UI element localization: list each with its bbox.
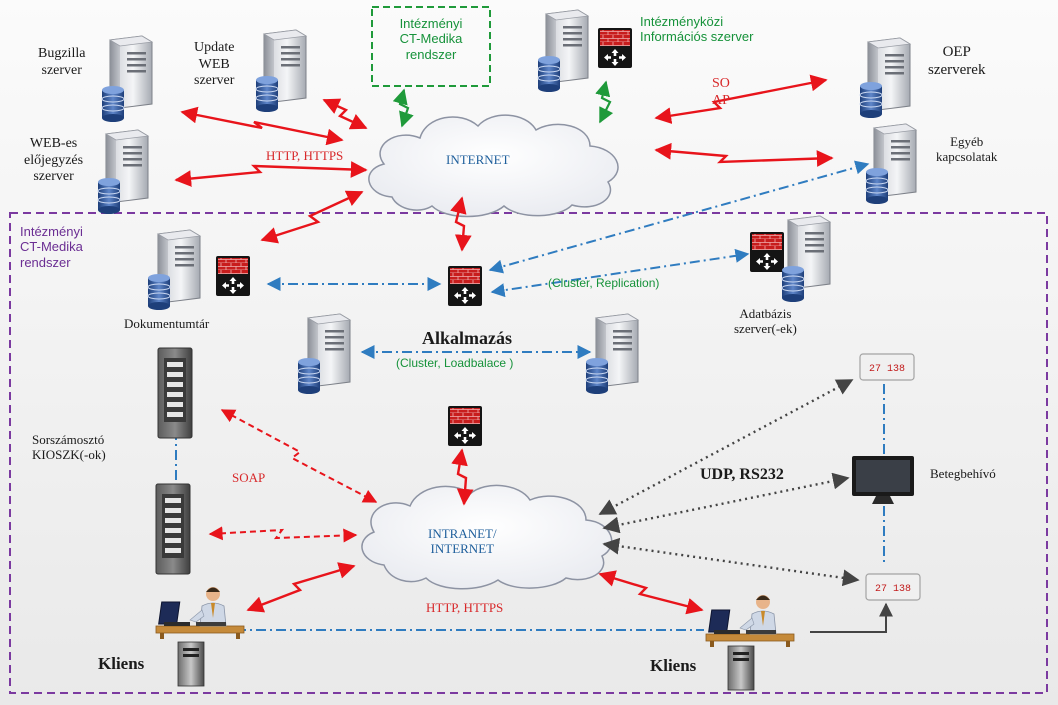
app-server-left-icon bbox=[297, 313, 351, 395]
ct-medika-top-box bbox=[371, 6, 491, 87]
oep-server-icon bbox=[859, 37, 911, 119]
display-bottom-value: 27 138 bbox=[875, 584, 911, 595]
intezmenykozi-firewall-icon bbox=[598, 28, 632, 68]
red-dashed-links bbox=[208, 409, 378, 543]
web-elojegyzes-server-icon bbox=[97, 129, 149, 215]
kliens-left-label: Kliens bbox=[98, 654, 145, 673]
soap-label: SOAP bbox=[232, 470, 266, 485]
cluster-loadbalace-label: (Cluster, Loadbalace ) bbox=[396, 356, 514, 370]
intranet-label: INTRANET/INTERNET bbox=[428, 526, 497, 557]
tv-monitor-icon bbox=[852, 456, 914, 504]
betegbehivo-label: Betegbehívó bbox=[930, 466, 996, 481]
app-firewall-icon bbox=[448, 266, 482, 306]
link-internet-firewall bbox=[450, 196, 472, 252]
link-kiosk2-intranet bbox=[208, 526, 358, 543]
client-left-icon bbox=[155, 586, 245, 640]
adatbazis-server-icon bbox=[781, 215, 831, 303]
blue-links bbox=[175, 160, 885, 631]
bugzilla-server-icon bbox=[101, 35, 153, 123]
kliens-right-label: Kliens bbox=[650, 656, 697, 675]
dokumentumtar-server-icon bbox=[147, 229, 201, 311]
green-links bbox=[392, 80, 614, 128]
client-right-icon bbox=[705, 594, 795, 648]
pc-tower-left-icon bbox=[177, 641, 205, 687]
link-kliens-display bbox=[810, 602, 893, 633]
alkalmazas-label: Alkalmazás bbox=[422, 328, 512, 348]
cluster-replication-label: (Cluster, Replication) bbox=[548, 276, 660, 290]
dotted-links bbox=[598, 378, 860, 587]
display-top-value: 27 138 bbox=[869, 364, 905, 375]
link-internet-egyeb bbox=[654, 142, 834, 167]
egyeb-server-icon bbox=[865, 123, 917, 205]
link-bugzilla-internet bbox=[180, 106, 344, 146]
kiosk-icon bbox=[157, 347, 193, 439]
link-internet-oep bbox=[654, 74, 828, 124]
link-dokumentumtar-internet bbox=[260, 190, 364, 244]
app-server-right-icon bbox=[585, 313, 639, 395]
link-app-adatbazis bbox=[490, 248, 750, 298]
link-intezmenykozi-internet bbox=[595, 80, 614, 124]
link-webelojegyzes-internet bbox=[174, 161, 368, 187]
pc-tower-right-icon bbox=[727, 645, 755, 691]
http-top-label: HTTP, HTTPS bbox=[266, 148, 344, 163]
link-intranet-display-top bbox=[598, 378, 854, 516]
link-intranet-kliens-right bbox=[598, 570, 704, 615]
http-bottom-label: HTTP, HTTPS bbox=[426, 600, 504, 615]
adatbazis-firewall-icon bbox=[750, 232, 784, 272]
dokumentumtar-label: Dokumentumtár bbox=[124, 316, 210, 331]
link-intranet-display-bottom bbox=[602, 537, 860, 587]
number-display-bottom: 27 138 bbox=[865, 573, 921, 601]
link-kiosk1-intranet bbox=[220, 409, 378, 503]
link-firewall-intranet bbox=[451, 448, 474, 506]
link-ctmedika-internet bbox=[392, 88, 414, 128]
internet-label: INTERNET bbox=[446, 152, 510, 167]
udp-rs232-label: UDP, RS232 bbox=[700, 466, 784, 483]
kiosk-icon bbox=[155, 483, 191, 575]
intezmenykozi-server-icon bbox=[537, 9, 589, 93]
intranet-firewall-icon bbox=[448, 406, 482, 446]
update-web-server-icon bbox=[255, 29, 307, 113]
link-intranet-tv bbox=[602, 472, 850, 534]
link-update-internet bbox=[322, 98, 368, 130]
dokumentumtar-firewall-icon bbox=[216, 256, 250, 296]
link-kliens-left-intranet bbox=[246, 562, 356, 613]
number-display-top: 27 138 bbox=[859, 353, 915, 381]
intranet-cloud bbox=[361, 484, 613, 590]
institution-region-border bbox=[9, 212, 1048, 694]
